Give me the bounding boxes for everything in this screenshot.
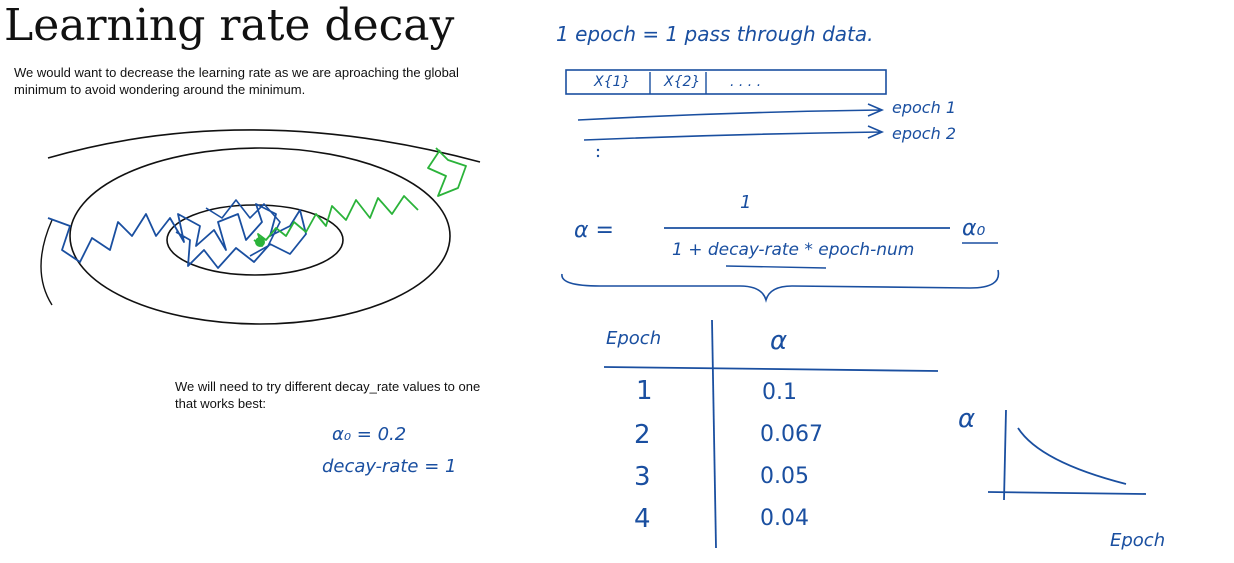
plot-y-label: α xyxy=(958,404,976,434)
table-row-epoch: 4 xyxy=(634,504,651,534)
table-row-alpha: 0.04 xyxy=(760,506,809,531)
minibatch-box xyxy=(565,69,887,95)
blue-descent-path-2 xyxy=(205,199,281,257)
table-row-alpha: 0.05 xyxy=(760,464,809,489)
minibatch-x1: X{1} xyxy=(594,74,631,90)
epoch1-arrow xyxy=(577,103,885,121)
minibatch-more: . . . . xyxy=(730,74,762,90)
blue-descent-path xyxy=(47,203,307,269)
example-decay-rate: decay-rate = 1 xyxy=(322,456,457,477)
epoch2-label: epoch 2 xyxy=(892,124,956,143)
contour-middle xyxy=(69,147,451,325)
plot-x-axis xyxy=(987,491,1147,495)
plot-decay-curve xyxy=(1017,427,1127,485)
minimum-point xyxy=(255,237,265,247)
contour-inner xyxy=(166,204,344,276)
contour-outer-top xyxy=(47,129,481,163)
epoch-dots xyxy=(596,148,600,152)
formula-denominator: 1 + decay-rate * epoch-num xyxy=(672,240,915,260)
formula-alpha0: α₀ xyxy=(962,216,986,241)
formula-brace xyxy=(561,269,1000,303)
table-row-epoch: 2 xyxy=(634,420,651,450)
formula-numerator: 1 xyxy=(740,192,752,213)
table-row-epoch: 1 xyxy=(636,376,653,406)
table-row-alpha: 0.067 xyxy=(760,422,823,447)
epoch-definition: 1 epoch = 1 pass through data. xyxy=(556,22,874,46)
minibatch-x2: X{2} xyxy=(664,74,701,90)
intro-note: We would want to decrease the learning r… xyxy=(14,65,459,97)
plot-x-label: Epoch xyxy=(1110,530,1166,551)
table-vertical-line xyxy=(711,319,717,549)
table-row-epoch: 3 xyxy=(634,462,651,492)
green-descent-path xyxy=(253,147,467,247)
example-alpha0: α₀ = 0.2 xyxy=(332,424,407,445)
epoch-dots-2 xyxy=(596,154,600,158)
plot-y-axis xyxy=(1003,409,1007,501)
epoch1-label: epoch 1 xyxy=(892,98,956,117)
table-header-epoch: Epoch xyxy=(606,328,662,349)
formula-lhs: α = xyxy=(574,218,614,243)
table-header-alpha: α xyxy=(770,326,788,356)
try-values-note: We will need to try different decay_rate… xyxy=(175,379,481,411)
decay-rate-underline xyxy=(725,265,827,269)
table-row-alpha: 0.1 xyxy=(762,380,797,405)
slide-title: Learning rate decay xyxy=(4,0,455,51)
contour-outer-left xyxy=(40,219,53,306)
epoch2-arrow xyxy=(583,125,885,141)
table-horizontal-line xyxy=(603,366,939,372)
